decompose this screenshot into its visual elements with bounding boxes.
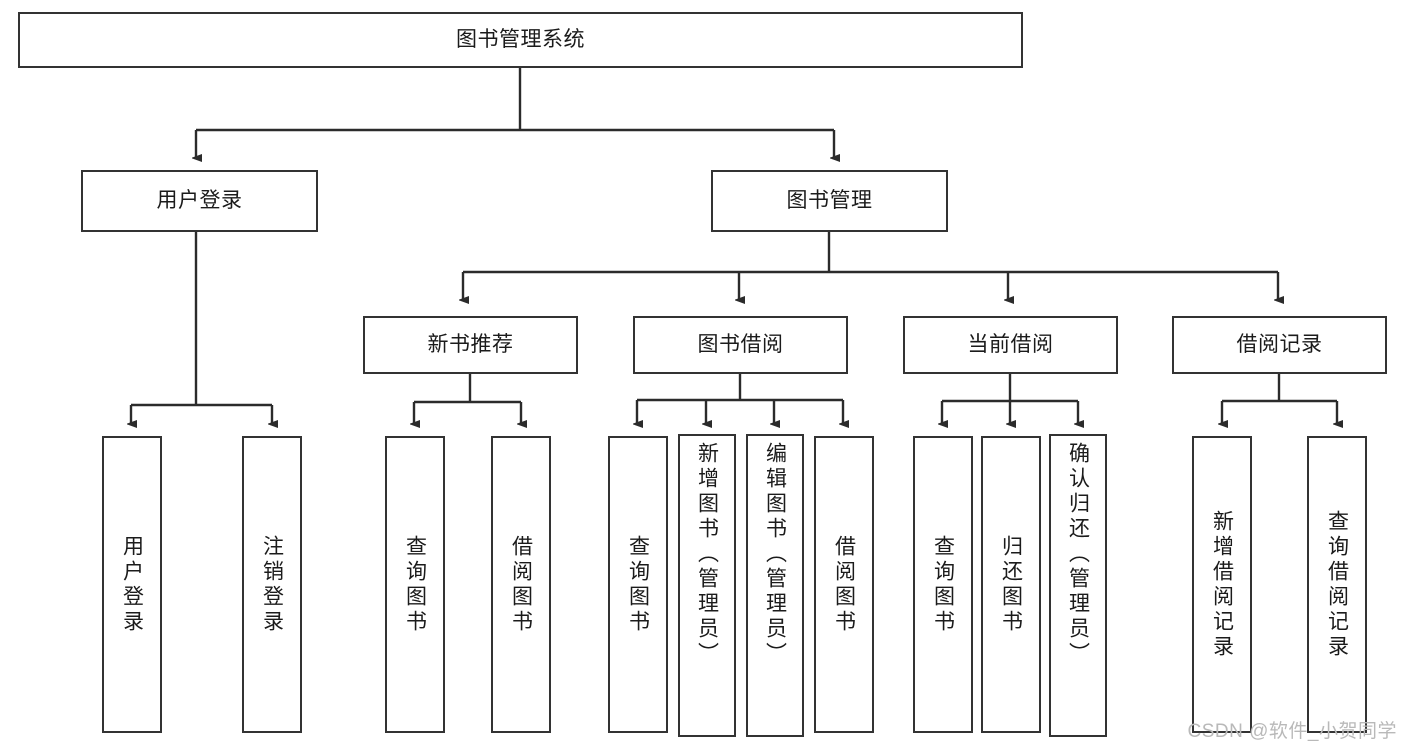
node-label: 归还图书 <box>999 534 1023 635</box>
node-label: 查询图书 <box>403 534 427 635</box>
leaf-edit-book-admin[interactable]: 编辑图书（管理员） <box>746 434 804 737</box>
node-label: 用户登录 <box>120 534 144 635</box>
leaf-logout[interactable]: 注销登录 <box>242 436 302 733</box>
node-root-system[interactable]: 图书管理系统 <box>18 12 1023 68</box>
leaf-query-book-recommend[interactable]: 查询图书 <box>385 436 445 733</box>
node-label: 借阅记录 <box>1236 332 1323 356</box>
node-label: 图书管理 <box>786 188 873 212</box>
leaf-return-book[interactable]: 归还图书 <box>981 436 1041 733</box>
leaf-confirm-return-admin[interactable]: 确认归还（管理员） <box>1049 434 1107 737</box>
node-label: 新增借阅记录 <box>1210 509 1234 660</box>
leaf-query-borrow-record[interactable]: 查询借阅记录 <box>1307 436 1367 733</box>
leaf-borrow-book[interactable]: 借阅图书 <box>814 436 874 733</box>
leaf-add-borrow-record[interactable]: 新增借阅记录 <box>1192 436 1252 733</box>
node-book-borrow[interactable]: 图书借阅 <box>633 316 848 374</box>
watermark-text: CSDN @软件_小贺同学 <box>1187 721 1397 742</box>
node-label: 新书推荐 <box>427 332 514 356</box>
node-label: 注销登录 <box>260 534 284 635</box>
node-user-login[interactable]: 用户登录 <box>81 170 318 232</box>
node-label: 编辑图书（管理员） <box>763 442 787 667</box>
node-label: 查询图书 <box>931 534 955 635</box>
node-label: 查询借阅记录 <box>1325 509 1349 660</box>
node-book-management[interactable]: 图书管理 <box>711 170 948 232</box>
node-label: 图书管理系统 <box>456 27 585 51</box>
leaf-query-book-current[interactable]: 查询图书 <box>913 436 973 733</box>
leaf-user-login[interactable]: 用户登录 <box>102 436 162 733</box>
leaf-add-book-admin[interactable]: 新增图书（管理员） <box>678 434 736 737</box>
node-label: 图书借阅 <box>697 332 784 356</box>
node-label: 用户登录 <box>156 188 243 212</box>
node-label: 借阅图书 <box>832 534 856 635</box>
node-label: 当前借阅 <box>967 332 1054 356</box>
node-new-book-recommend[interactable]: 新书推荐 <box>363 316 578 374</box>
node-label: 借阅图书 <box>509 534 533 635</box>
leaf-borrow-book-recommend[interactable]: 借阅图书 <box>491 436 551 733</box>
node-current-borrow[interactable]: 当前借阅 <box>903 316 1118 374</box>
node-label: 确认归还（管理员） <box>1066 442 1090 667</box>
node-borrow-record[interactable]: 借阅记录 <box>1172 316 1387 374</box>
node-label: 新增图书（管理员） <box>695 442 719 667</box>
leaf-query-book-borrow[interactable]: 查询图书 <box>608 436 668 733</box>
node-label: 查询图书 <box>626 534 650 635</box>
